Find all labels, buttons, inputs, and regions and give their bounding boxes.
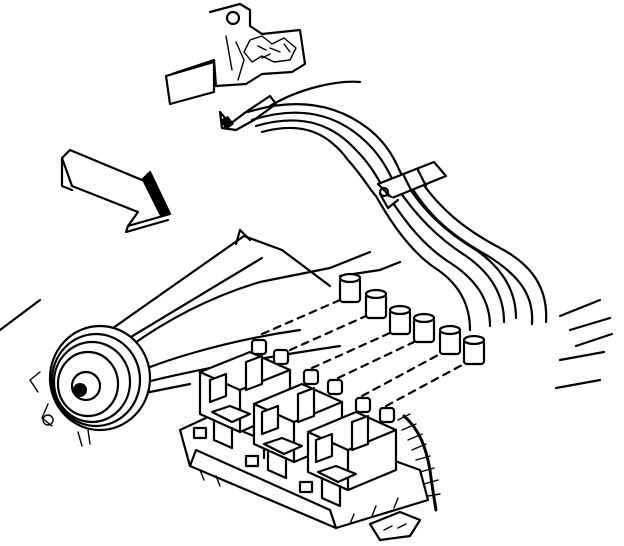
- wire-boots: [338, 272, 486, 366]
- crankshaft-pulley: [29, 324, 152, 447]
- ignition-coil-pack: [178, 338, 430, 530]
- spark-plug-wires: [246, 80, 548, 332]
- wire-loom-clip: [376, 160, 448, 210]
- coil-3: [306, 396, 398, 508]
- mounting-bracket: [164, 2, 307, 132]
- dashed-guides: [260, 298, 466, 408]
- direction-arrow: [60, 148, 172, 234]
- coil-harness: [368, 413, 441, 542]
